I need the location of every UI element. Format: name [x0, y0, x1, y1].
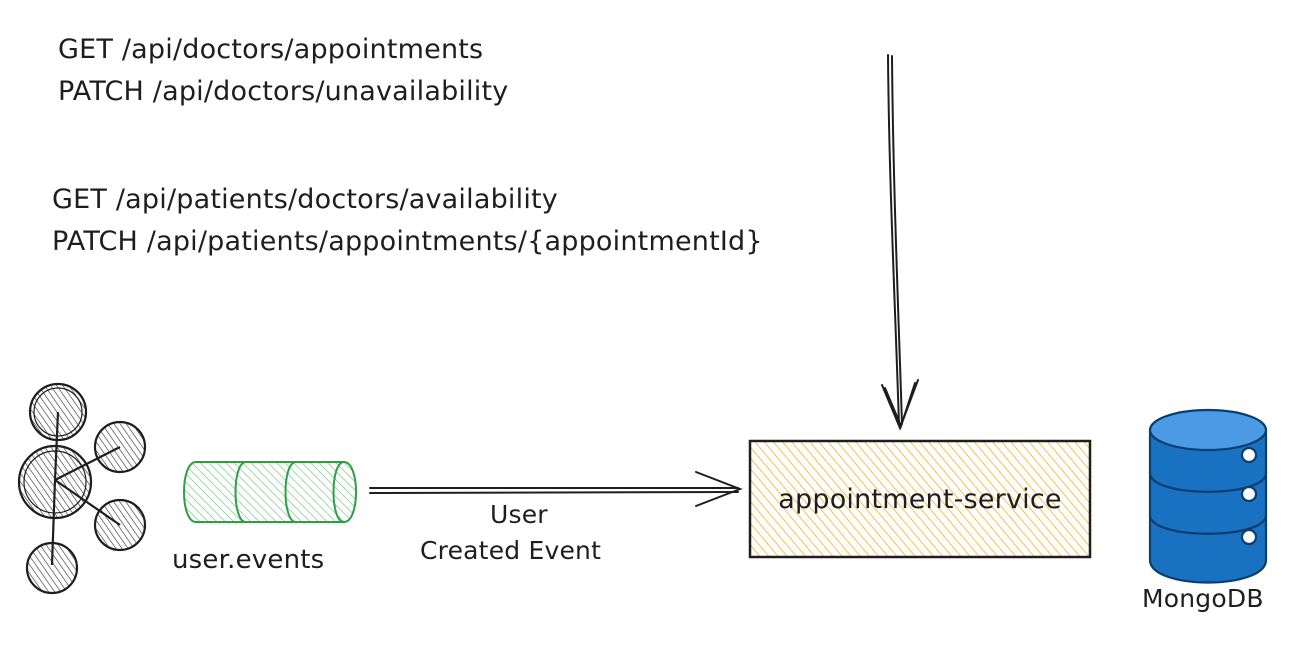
event-label-line2: Created Event: [420, 536, 602, 565]
incoming-api-arrow: [881, 54, 919, 431]
patient-patch-endpoint: PATCH /api/patients/appointments/{appoin…: [52, 226, 763, 257]
event-flow-arrow: [369, 471, 743, 507]
patient-get-endpoint: GET /api/patients/doctors/availability: [52, 184, 558, 215]
appointment-service-box: [748, 439, 1092, 559]
doctor-get-endpoint: GET /api/doctors/appointments: [58, 34, 484, 65]
appointment-service-label: appointment-service: [750, 441, 1090, 557]
service-label-text: appointment-service: [778, 483, 1062, 515]
queue-cylinder-icon: [183, 461, 357, 523]
kafka-cluster-icon: [17, 382, 147, 595]
database-cylinder-icon: [1148, 408, 1268, 584]
event-label-line1: User: [490, 500, 548, 529]
doctor-patch-endpoint: PATCH /api/doctors/unavailability: [58, 76, 509, 107]
database-label: MongoDB: [1142, 584, 1264, 613]
kafka-topic-label: user.events: [172, 545, 325, 575]
